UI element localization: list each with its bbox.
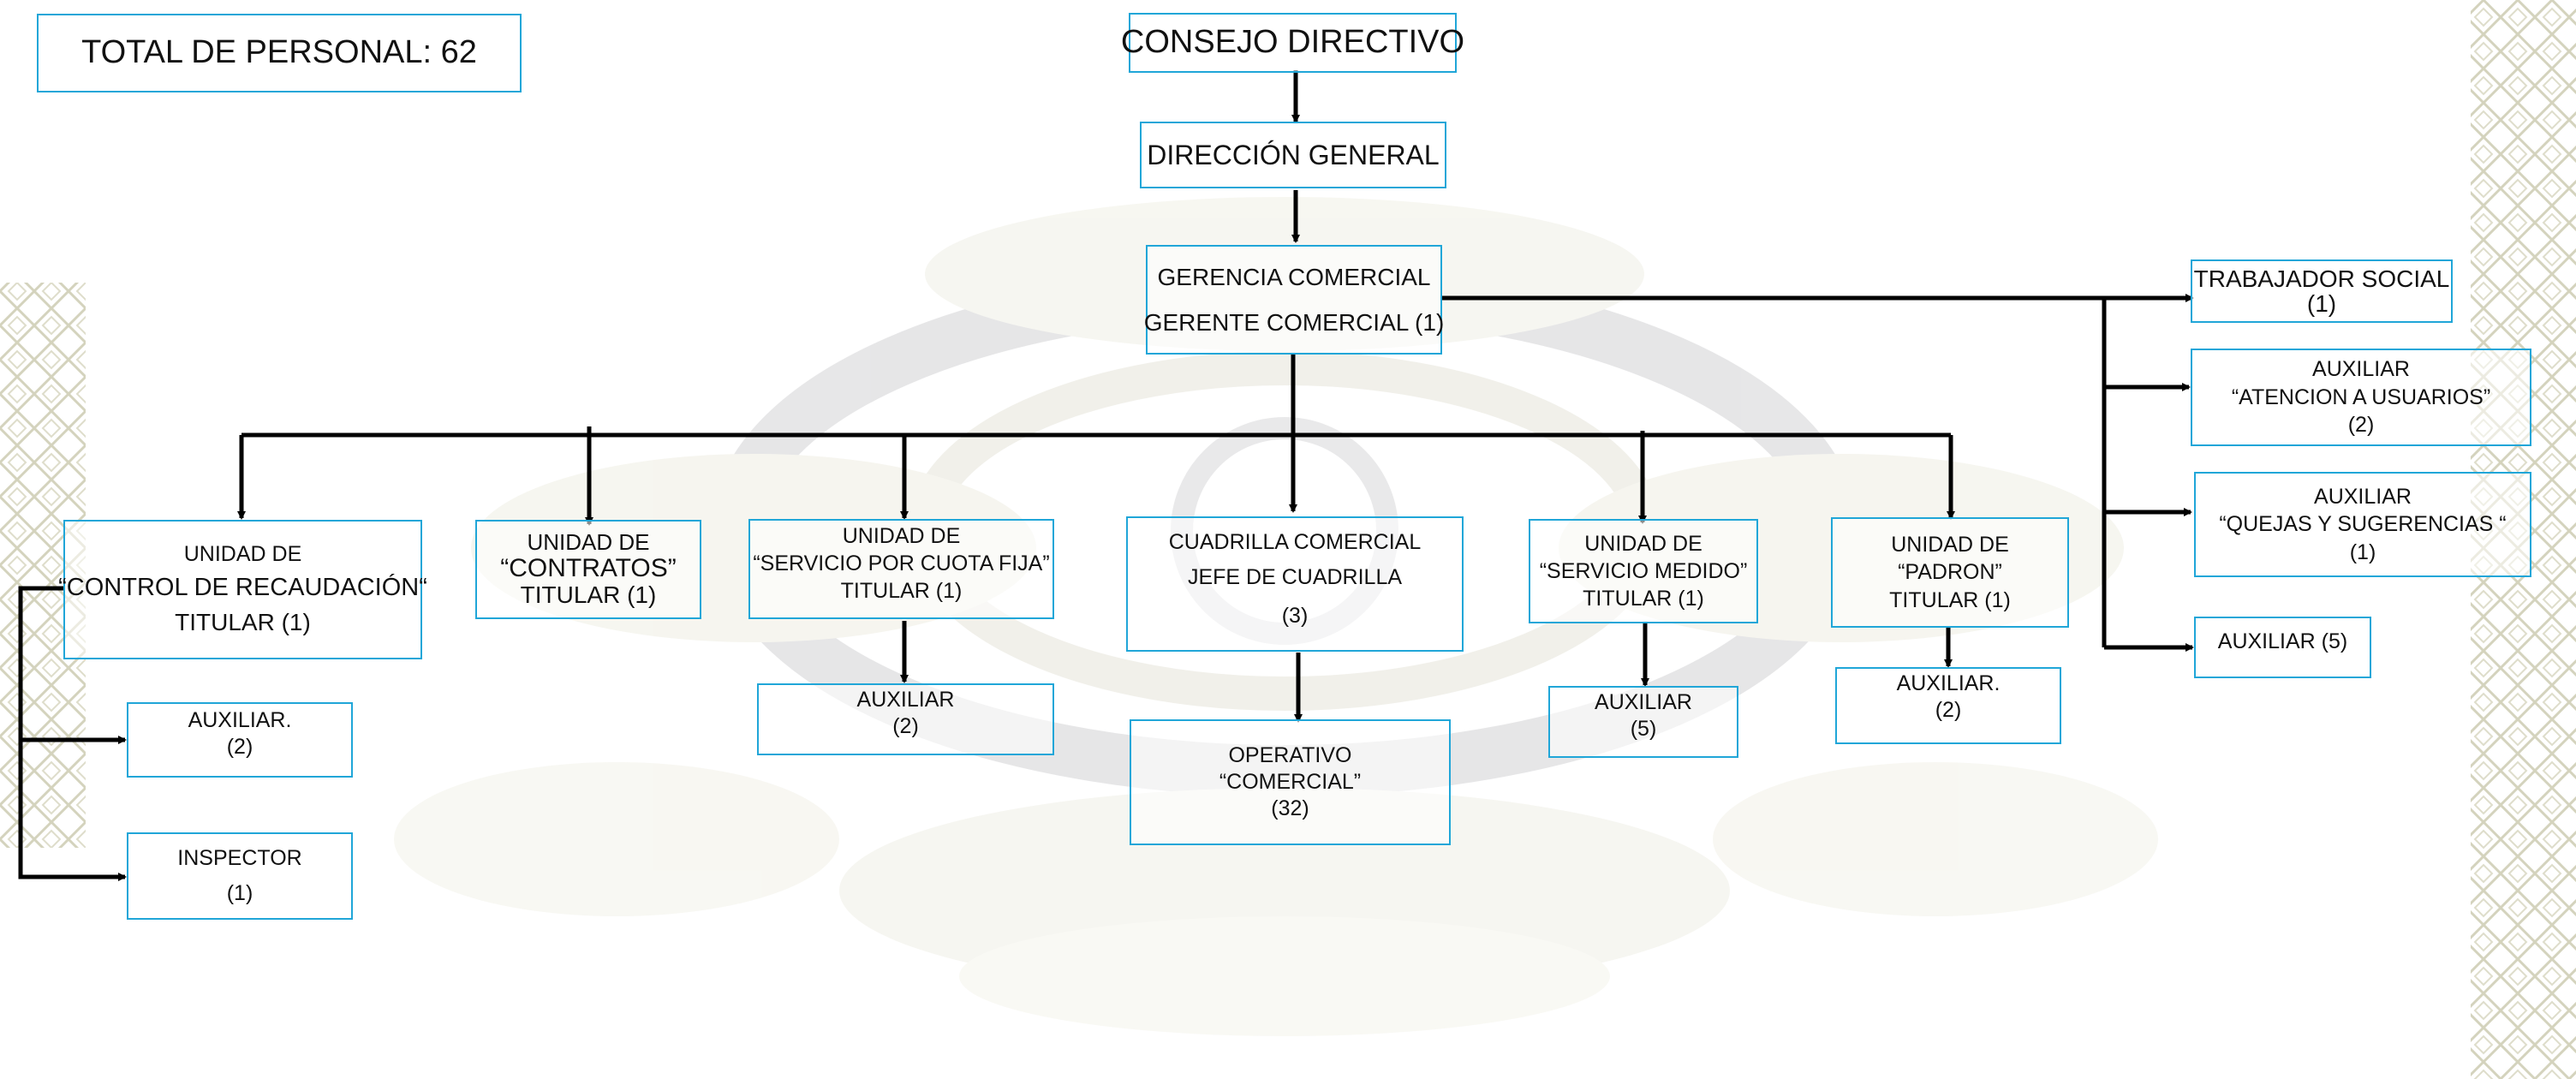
- total-personal-box: TOTAL DE PERSONAL: 62: [37, 14, 522, 92]
- operativo-comercial-area: “COMERCIAL”: [1219, 769, 1362, 794]
- total-personal-label: TOTAL DE PERSONAL: 62: [81, 34, 477, 71]
- auxiliar-5-box: AUXILIAR (5): [2194, 617, 2371, 678]
- trabajador-social-box: TRABAJADOR SOCIAL (1): [2191, 259, 2453, 323]
- padron-auxiliar-title: AUXILIAR.: [1896, 671, 2001, 695]
- unidad-recaudacion-area: “CONTROL DE RECAUDACIÓN“: [58, 574, 427, 602]
- unidad-servicio-medido-box: UNIDAD DE “SERVICIO MEDIDO” TITULAR (1): [1529, 519, 1758, 623]
- cuota-fija-auxiliar-title: AUXILIAR: [856, 688, 955, 712]
- jefe-cuadrilla-title: JEFE DE CUADRILLA: [1187, 564, 1403, 589]
- recaudacion-auxiliar-title: AUXILIAR.: [188, 708, 292, 732]
- auxiliar-quejas-count: (1): [2349, 540, 2376, 564]
- consejo-directivo-box: CONSEJO DIRECTIVO: [1121, 13, 1464, 73]
- operativo-comercial-title: OPERATIVO: [1228, 742, 1352, 767]
- unidad-recaudacion-box: UNIDAD DE “CONTROL DE RECAUDACIÓN“ TITUL…: [58, 520, 427, 659]
- unidad-contratos-box: UNIDAD DE “CONTRATOS” TITULAR (1): [475, 520, 701, 619]
- inspector-title: INSPECTOR: [177, 845, 302, 870]
- unidad-contratos-titular: TITULAR (1): [520, 581, 657, 609]
- unidad-cuota-fija-box: UNIDAD DE “SERVICIO POR CUOTA FIJA” TITU…: [748, 519, 1054, 619]
- cuadrilla-count: (3): [1281, 603, 1309, 628]
- unidad-contratos-title: UNIDAD DE: [527, 528, 650, 555]
- auxiliar-atencion-title: AUXILIAR: [2312, 357, 2410, 382]
- unidad-cuota-fija-area: “SERVICIO POR CUOTA FIJA”: [753, 551, 1050, 575]
- unidad-padron-area: “PADRON”: [1898, 560, 2002, 585]
- unidad-padron-titular: TITULAR (1): [1889, 587, 2011, 612]
- auxiliar-atencion-count: (2): [2347, 413, 2375, 438]
- unidad-servicio-medido-titular: TITULAR (1): [1583, 587, 1704, 611]
- unidad-padron-box: UNIDAD DE “PADRON” TITULAR (1): [1831, 517, 2069, 628]
- trabajador-social-title: TRABAJADOR SOCIAL: [2193, 265, 2450, 292]
- servicio-medido-auxiliar-box: AUXILIAR (5): [1548, 686, 1738, 758]
- padron-auxiliar-count: (2): [1935, 698, 1962, 723]
- gerente-comercial-count: GERENTE COMERCIAL (1): [1143, 309, 1445, 336]
- trabajador-social-count: (1): [2306, 290, 2337, 318]
- auxiliar-atencion-area: “ATENCION A USUARIOS”: [2231, 385, 2491, 409]
- consejo-directivo-label: CONSEJO DIRECTIVO: [1120, 24, 1465, 61]
- unidad-cuota-fija-titular: TITULAR (1): [840, 579, 963, 603]
- cuota-fija-auxiliar-count: (2): [892, 714, 919, 739]
- servicio-medido-auxiliar-count: (5): [1630, 717, 1657, 742]
- gerencia-comercial-title: GERENCIA COMERCIAL: [1157, 264, 1431, 290]
- auxiliar-quejas-box: AUXILIAR “QUEJAS Y SUGERENCIAS “ (1): [2194, 472, 2531, 577]
- inspector-box: INSPECTOR (1): [127, 832, 353, 920]
- auxiliar-quejas-area: “QUEJAS Y SUGERENCIAS “: [2219, 512, 2507, 537]
- operativo-comercial-count: (32): [1271, 796, 1309, 821]
- auxiliar-5-label: AUXILIAR (5): [2217, 629, 2348, 653]
- unidad-servicio-medido-area: “SERVICIO MEDIDO”: [1539, 559, 1748, 583]
- unidad-cuota-fija-title: UNIDAD DE: [842, 524, 961, 548]
- unidad-contratos-area: “CONTRATOS”: [500, 554, 677, 583]
- recaudacion-auxiliar-box: AUXILIAR. (2): [127, 702, 353, 778]
- auxiliar-atencion-box: AUXILIAR “ATENCION A USUARIOS” (2): [2191, 349, 2531, 446]
- cuadrilla-comercial-title: CUADRILLA COMERCIAL: [1168, 530, 1422, 554]
- operativo-comercial-box: OPERATIVO “COMERCIAL” (32): [1130, 719, 1451, 845]
- recaudacion-auxiliar-count: (2): [226, 735, 253, 760]
- inspector-count: (1): [226, 881, 253, 905]
- auxiliar-quejas-title: AUXILIAR: [2314, 484, 2412, 509]
- gerencia-comercial-box: GERENCIA COMERCIAL GERENTE COMERCIAL (1): [1143, 245, 1445, 355]
- direccion-general-label: DIRECCIÓN GENERAL: [1147, 140, 1440, 170]
- unidad-recaudacion-title: UNIDAD DE: [183, 542, 302, 567]
- direccion-general-box: DIRECCIÓN GENERAL: [1140, 122, 1446, 188]
- unidad-servicio-medido-title: UNIDAD DE: [1584, 532, 1702, 556]
- padron-auxiliar-box: AUXILIAR. (2): [1835, 667, 2061, 744]
- unidad-padron-title: UNIDAD DE: [1891, 532, 2009, 557]
- servicio-medido-auxiliar-title: AUXILIAR: [1595, 690, 1692, 714]
- unidad-recaudacion-titular: TITULAR (1): [175, 609, 311, 636]
- cuadrilla-comercial-box: CUADRILLA COMERCIAL JEFE DE CUADRILLA (3…: [1126, 516, 1464, 652]
- cuota-fija-auxiliar-box: AUXILIAR (2): [757, 683, 1054, 755]
